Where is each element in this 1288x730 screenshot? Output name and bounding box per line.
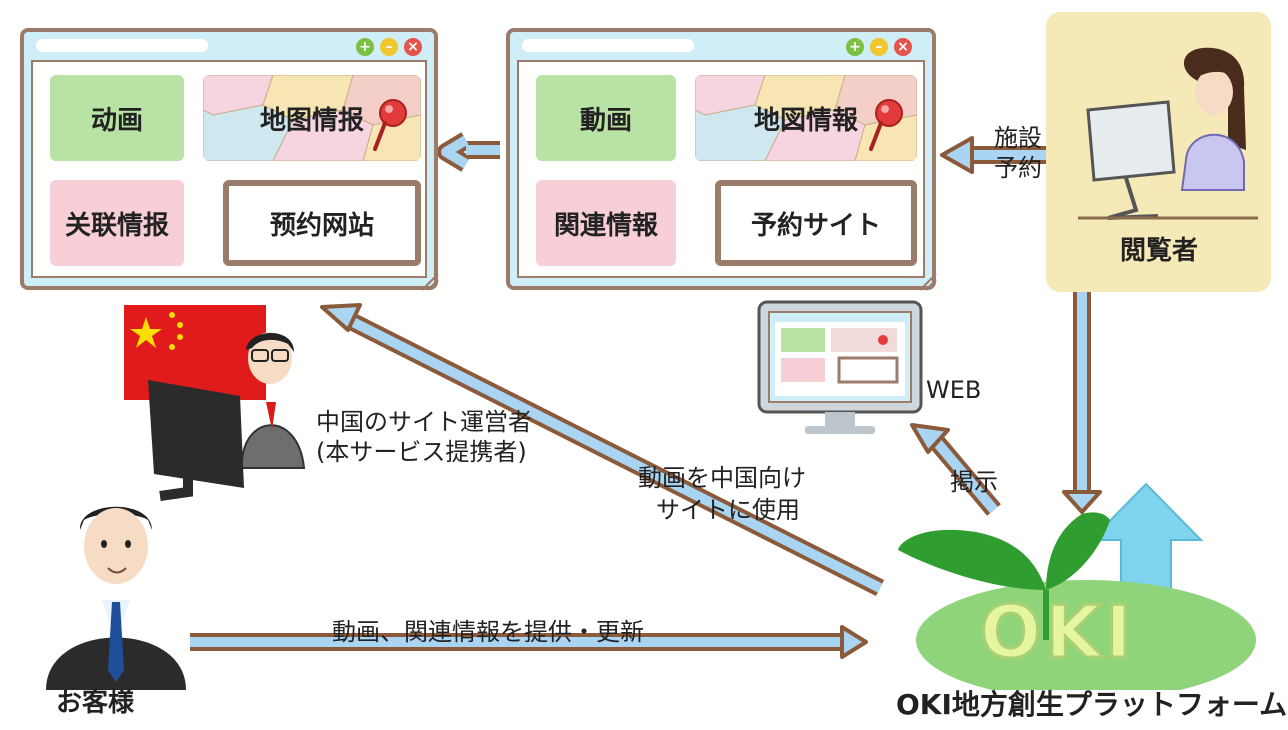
tile-map[interactable]: 地図情報 — [695, 75, 917, 161]
sprout-icon — [898, 512, 1110, 640]
monitor-icon — [757, 300, 923, 434]
video-for-china-label-1: 動画を中国向け — [638, 464, 806, 492]
map-pin-icon — [869, 99, 903, 151]
china-flag-icon — [124, 305, 266, 400]
viewer-person-illustration — [1078, 47, 1258, 220]
address-bar — [522, 39, 694, 52]
tile-booking-label: 预约网站 — [269, 210, 374, 241]
resize-handle-icon — [421, 273, 439, 291]
provide-update-label: 動画、関連情報を提供・更新 — [332, 618, 644, 646]
tile-booking-label: 予約サイト — [750, 210, 881, 241]
address-bar — [36, 39, 208, 52]
map-background — [203, 75, 421, 161]
china-operator-label-2: (本サービス提携者) — [316, 438, 527, 466]
arrow-provide-update — [190, 625, 868, 659]
tile-video[interactable]: 動画 — [536, 75, 676, 161]
tile-video[interactable]: 动画 — [50, 75, 184, 161]
plus-icon[interactable]: + — [356, 38, 374, 56]
arrow-post — [910, 423, 1001, 516]
tile-related-label: 关联情报 — [64, 210, 169, 241]
close-icon[interactable]: × — [404, 38, 422, 56]
customer-label: お客様 — [56, 688, 135, 718]
window-content: 动画 地图情报 关联情报 预约网站 — [31, 60, 427, 278]
arrow-video-for-china — [320, 303, 885, 597]
tile-video-label: 動画 — [579, 105, 632, 136]
plus-icon[interactable]: + — [846, 38, 864, 56]
china-operator-illustration — [148, 332, 306, 501]
arrow-localize — [437, 132, 500, 172]
tile-map-label: 地図情報 — [753, 105, 858, 136]
window-content: 動画 地図情報 関連情報 予約サイト — [517, 60, 925, 278]
minus-icon[interactable]: – — [380, 38, 398, 56]
tile-map-label: 地图情报 — [259, 105, 364, 136]
tile-booking[interactable]: 予約サイト — [715, 180, 917, 266]
minus-icon[interactable]: – — [870, 38, 888, 56]
web-label: WEB — [926, 376, 982, 404]
logo-hill — [916, 580, 1256, 690]
tile-related[interactable]: 关联情报 — [50, 180, 184, 266]
logo-text: OKI — [979, 589, 1136, 676]
resize-handle-icon — [919, 273, 937, 291]
facility-booking-label-2: 予約 — [994, 154, 1042, 182]
platform-logo — [898, 482, 1256, 690]
japanese-site-window: + – × 動画 地図情報 関連情報 予約サイト — [506, 28, 937, 291]
platform-label: OKI地方創生プラットフォーム — [896, 688, 1288, 721]
facility-booking-label-1: 施設 — [994, 124, 1042, 152]
video-for-china-label-2: サイトに使用 — [656, 496, 800, 524]
tile-related[interactable]: 関連情報 — [536, 180, 676, 266]
tile-video-label: 动画 — [90, 105, 143, 136]
china-operator-label-1: 中国のサイト運営者 — [316, 408, 532, 436]
customer-illustration — [46, 506, 186, 690]
viewer-label: 閲覧者 — [1120, 236, 1199, 266]
chinese-site-window: + – × 动画 地图情报 关联情报 预约网站 — [20, 28, 439, 291]
tile-related-label: 関連情報 — [553, 210, 658, 241]
close-icon[interactable]: × — [894, 38, 912, 56]
post-label: 掲示 — [950, 468, 998, 496]
map-pin-icon — [373, 99, 407, 151]
tile-booking[interactable]: 预约网站 — [223, 180, 421, 266]
tile-map[interactable]: 地图情报 — [203, 75, 421, 161]
